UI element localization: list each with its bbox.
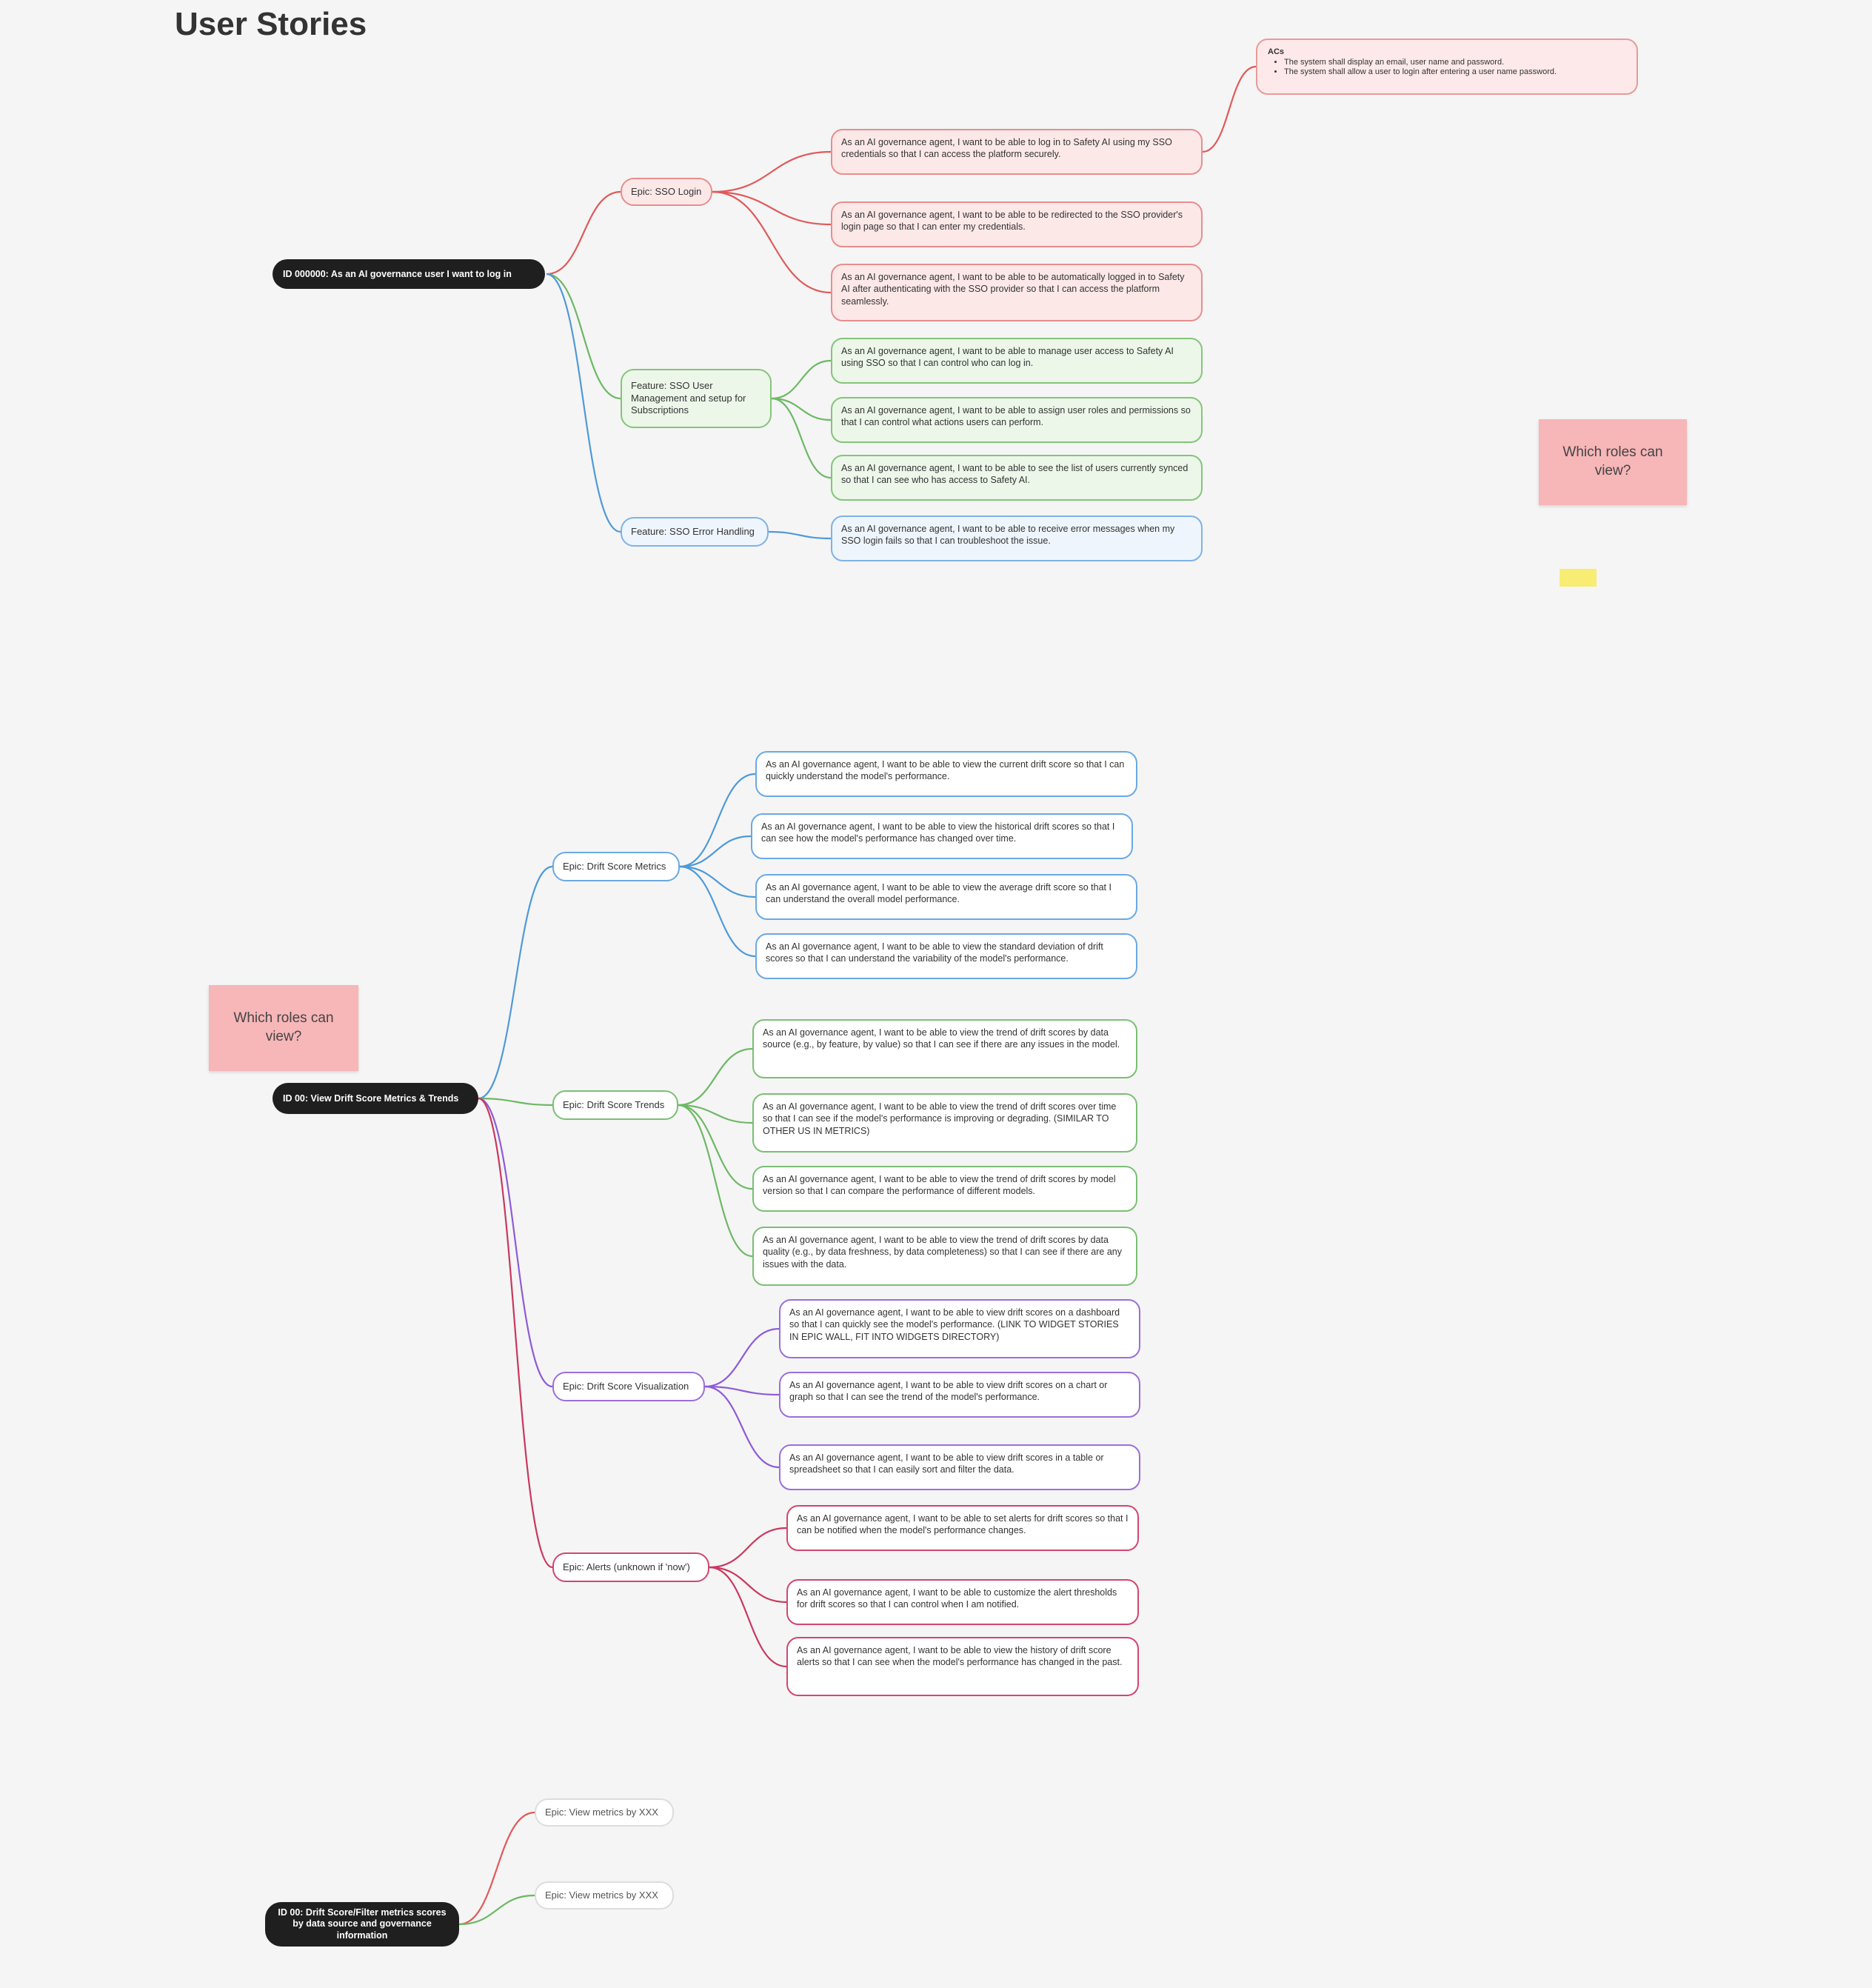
sticky-note-roles[interactable]: Which roles can view?	[1539, 419, 1687, 505]
story-card[interactable]: As an AI governance agent, I want to be …	[831, 516, 1203, 561]
story-card[interactable]: As an AI governance agent, I want to be …	[779, 1299, 1140, 1358]
story-card[interactable]: As an AI governance agent, I want to be …	[831, 264, 1203, 321]
root-node-login[interactable]: ID 000000: As an AI governance user I wa…	[273, 259, 545, 289]
epic-alerts[interactable]: Epic: Alerts (unknown if 'now')	[552, 1552, 709, 1582]
acs-item: The system shall allow a user to login a…	[1284, 67, 1626, 76]
connector-line	[678, 1104, 753, 1190]
connector-line	[458, 1894, 535, 1926]
story-card[interactable]: As an AI governance agent, I want to be …	[755, 874, 1137, 920]
connector-line	[712, 150, 832, 193]
story-card[interactable]: As an AI governance agent, I want to be …	[752, 1227, 1137, 1286]
story-card[interactable]: As an AI governance agent, I want to be …	[831, 338, 1203, 384]
connector-line	[771, 397, 832, 479]
acs-list: The system shall display an email, user …	[1268, 58, 1626, 76]
connector-line	[771, 397, 832, 421]
story-card[interactable]: As an AI governance agent, I want to be …	[751, 813, 1133, 859]
epic-sso-login[interactable]: Epic: SSO Login	[621, 178, 712, 206]
connector-line	[478, 1097, 553, 1107]
epic-drift-score-metrics[interactable]: Epic: Drift Score Metrics	[552, 852, 680, 881]
story-card[interactable]: As an AI governance agent, I want to be …	[755, 751, 1137, 797]
connector-line	[1202, 65, 1257, 153]
connector-line	[709, 1527, 787, 1569]
epic-drift-score-visualization[interactable]: Epic: Drift Score Visualization	[552, 1372, 705, 1401]
connector-line	[679, 835, 752, 868]
connector-line	[704, 1385, 780, 1469]
connector-line	[679, 773, 756, 868]
story-card[interactable]: As an AI governance agent, I want to be …	[786, 1505, 1139, 1551]
connector-line	[546, 273, 621, 400]
connector-line	[771, 359, 832, 400]
sticky-note-yellow[interactable]	[1560, 569, 1597, 587]
connector-line	[458, 1811, 535, 1926]
story-card[interactable]: As an AI governance agent, I want to be …	[779, 1372, 1140, 1418]
connector-line	[679, 865, 756, 898]
epic-view-metrics[interactable]: Epic: View metrics by XXX	[535, 1881, 674, 1909]
epic-view-metrics[interactable]: Epic: View metrics by XXX	[535, 1798, 674, 1827]
connector-line	[709, 1566, 787, 1604]
story-card[interactable]: As an AI governance agent, I want to be …	[831, 129, 1203, 175]
story-card[interactable]: As an AI governance agent, I want to be …	[752, 1166, 1137, 1212]
page-title: User Stories	[175, 6, 367, 42]
story-card[interactable]: As an AI governance agent, I want to be …	[779, 1444, 1140, 1490]
epic-drift-score-trends[interactable]: Epic: Drift Score Trends	[552, 1090, 678, 1120]
sticky-note-roles[interactable]: Which roles can view?	[209, 985, 358, 1071]
story-card[interactable]: As an AI governance agent, I want to be …	[831, 455, 1203, 501]
connector-line	[678, 1047, 753, 1107]
root-node-filter-metrics[interactable]: ID 00: Drift Score/Filter metrics scores…	[265, 1902, 459, 1947]
feature-error-handling[interactable]: Feature: SSO Error Handling	[621, 517, 769, 547]
connector-line	[546, 273, 621, 533]
connector-line	[546, 190, 621, 276]
story-card[interactable]: As an AI governance agent, I want to be …	[831, 397, 1203, 443]
connector-line	[478, 1097, 553, 1569]
connector-line	[709, 1566, 787, 1668]
story-card[interactable]: As an AI governance agent, I want to be …	[752, 1019, 1137, 1078]
connector-line	[704, 1385, 780, 1396]
acceptance-criteria-card[interactable]: ACs The system shall display an email, u…	[1256, 39, 1638, 95]
story-card[interactable]: As an AI governance agent, I want to be …	[755, 933, 1137, 979]
connector-line	[678, 1104, 753, 1124]
story-card[interactable]: As an AI governance agent, I want to be …	[752, 1093, 1137, 1153]
story-card[interactable]: As an AI governance agent, I want to be …	[786, 1637, 1139, 1696]
connector-line	[704, 1327, 780, 1388]
connector-line	[768, 530, 832, 540]
root-node-drift-metrics[interactable]: ID 00: View Drift Score Metrics & Trends	[273, 1083, 478, 1114]
connector-line	[678, 1104, 753, 1258]
connector-line	[712, 190, 832, 226]
connector-line	[478, 1097, 553, 1388]
connector-line	[679, 865, 756, 958]
acs-heading: ACs	[1268, 47, 1285, 56]
story-card[interactable]: As an AI governance agent, I want to be …	[831, 201, 1203, 247]
connector-line	[712, 190, 832, 294]
story-card[interactable]: As an AI governance agent, I want to be …	[786, 1579, 1139, 1625]
connector-line	[478, 865, 553, 1100]
feature-user-management[interactable]: Feature: SSO User Management and setup f…	[621, 369, 772, 428]
acs-item: The system shall display an email, user …	[1284, 58, 1626, 67]
